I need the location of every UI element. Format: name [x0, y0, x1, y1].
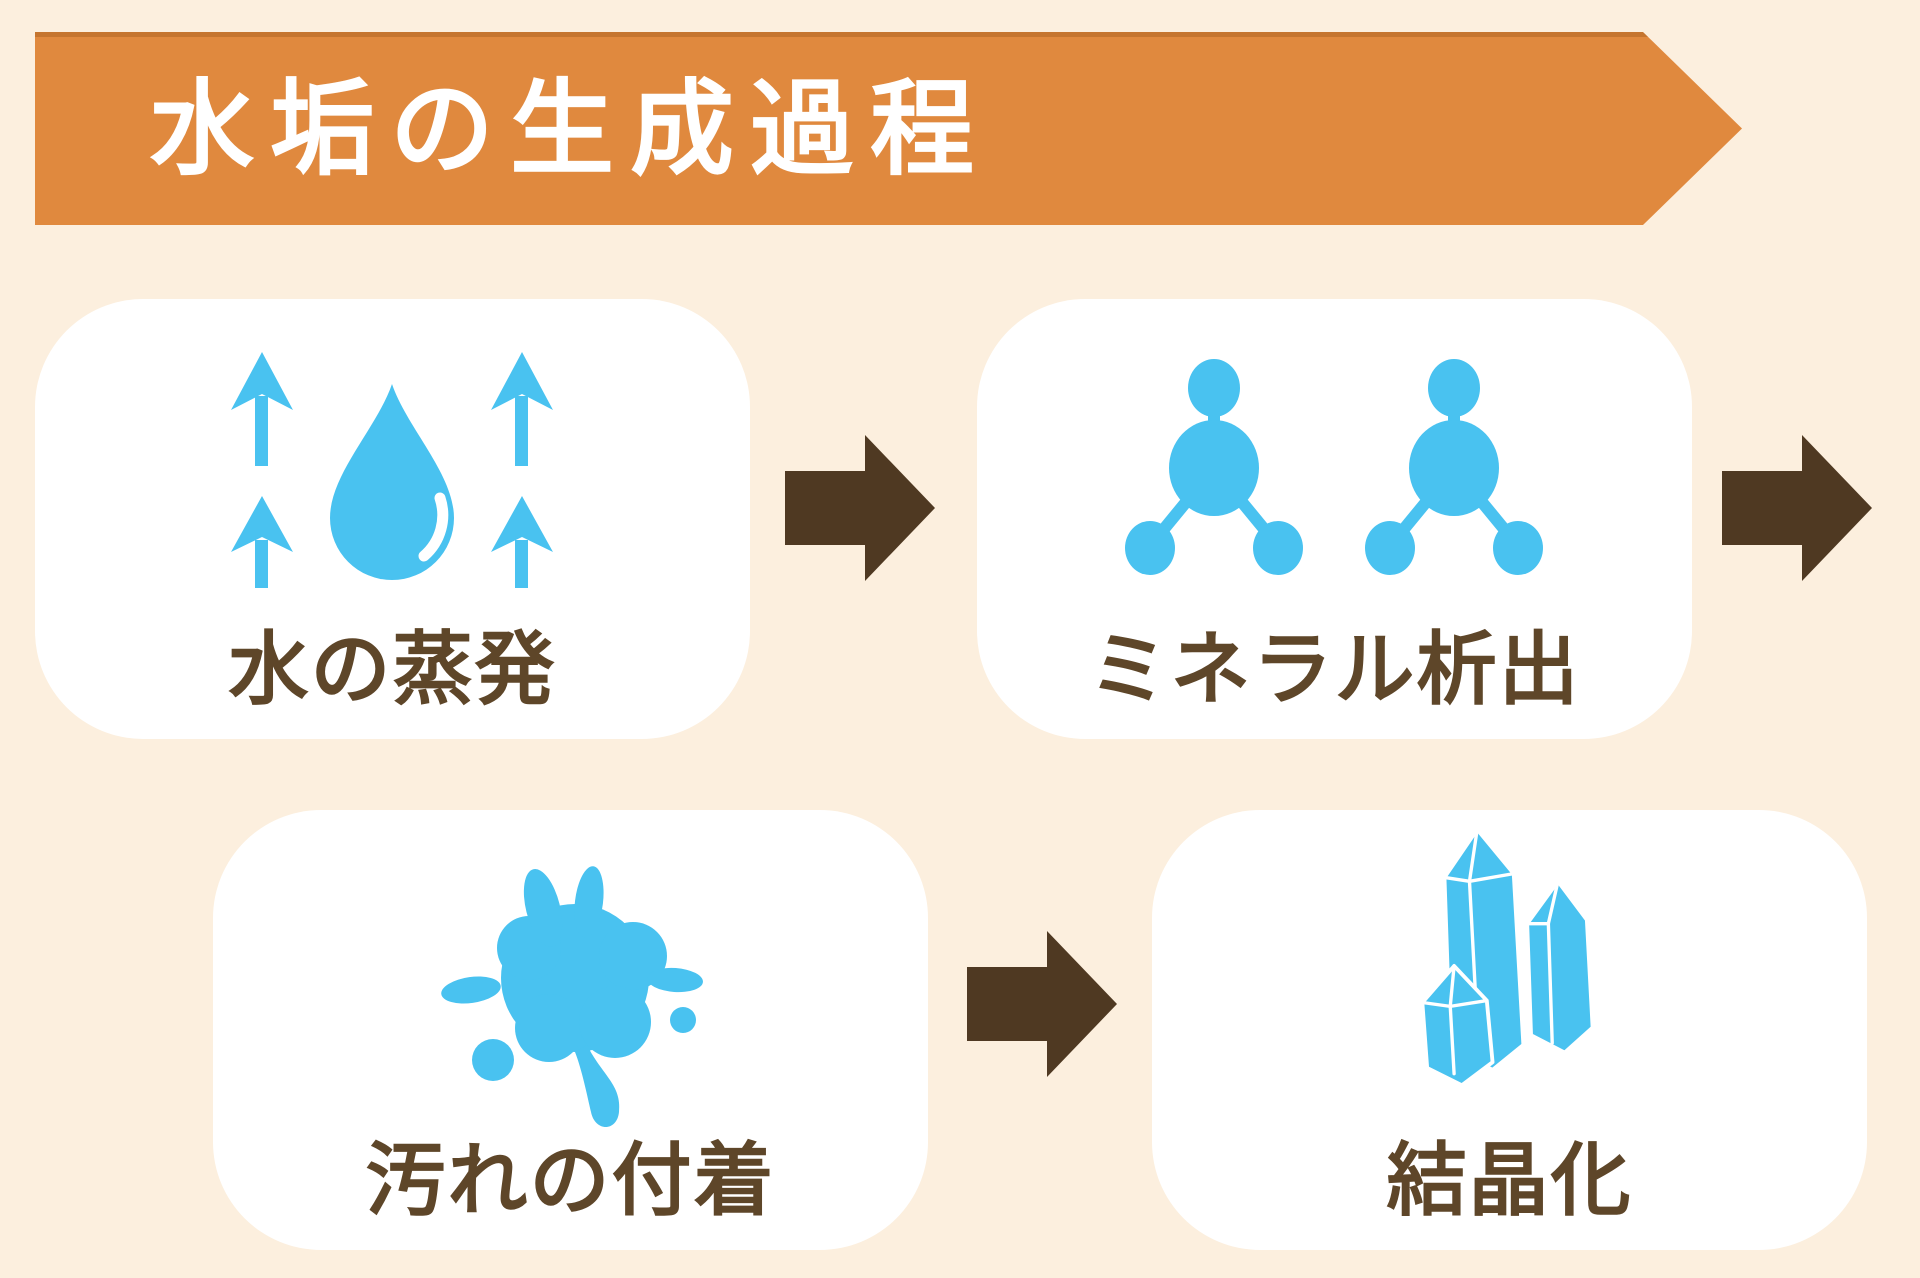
arrow-right-icon: [785, 435, 935, 581]
step-card-mineral-precipitation: ミネラル析出: [977, 299, 1692, 739]
step-card-crystallization: 結晶化: [1152, 810, 1867, 1250]
step-label-crystallization: 結晶化: [1386, 1136, 1633, 1225]
arrow-right-icon: [1722, 435, 1872, 581]
mineral-molecules-icon: [1125, 359, 1543, 575]
step-label-dirt-adhesion: 汚れの付着: [365, 1136, 776, 1225]
step-label-mineral-precipitation: ミネラル析出: [1088, 625, 1581, 714]
step-card-evaporation: 水の蒸発: [35, 299, 750, 739]
page-title: 水垢の生成過程: [150, 72, 991, 188]
title-banner: 水垢の生成過程: [35, 32, 1742, 225]
crystal-cluster-icon: [1420, 827, 1595, 1088]
step-label-evaporation: 水の蒸発: [228, 625, 557, 714]
arrow-right-icon: [967, 931, 1117, 1077]
step-card-dirt-adhesion: 汚れの付着: [213, 810, 928, 1250]
stain-splatter-icon: [441, 866, 703, 1127]
water-drop-evaporation-icon: [231, 352, 553, 588]
